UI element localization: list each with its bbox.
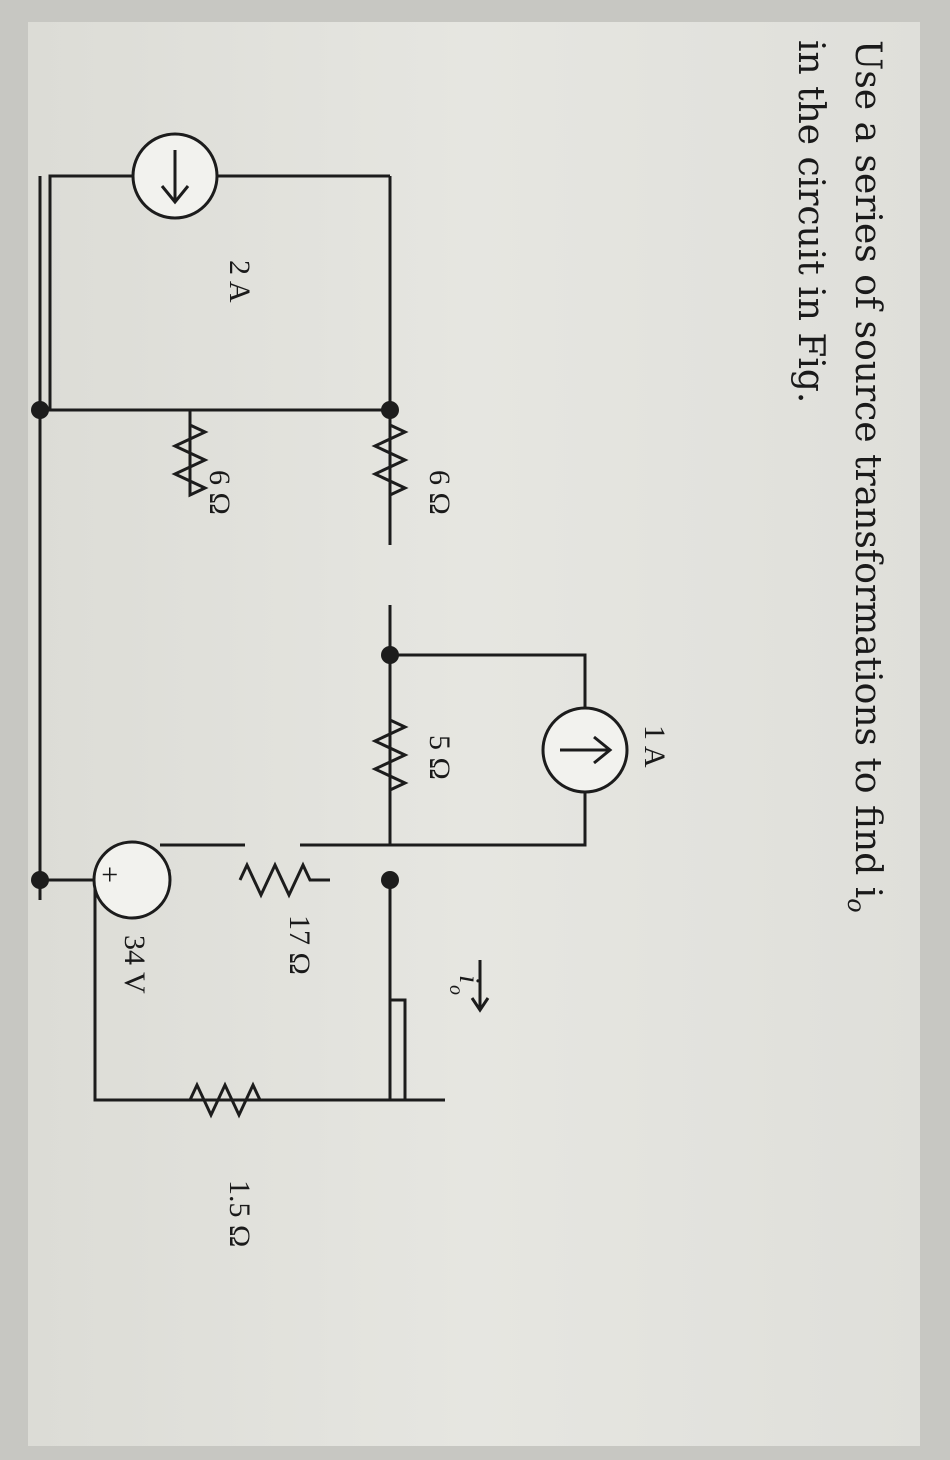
node-5	[31, 871, 49, 889]
resistor-17ohm	[238, 861, 330, 899]
textbook-page	[28, 22, 920, 1446]
label-5ohm: 5 Ω	[423, 735, 456, 780]
wire-1p5-loop	[390, 1098, 445, 1102]
wire-return	[40, 878, 405, 1102]
label-6ohm-bottom: 6 Ω	[203, 470, 236, 515]
io-arrow-icon	[470, 960, 490, 1013]
label-2a: 2 A	[223, 260, 256, 303]
arrow-1a-icon	[560, 735, 613, 765]
wire-right-loop	[385, 878, 440, 1102]
resistor-5ohm	[371, 655, 409, 845]
voltage-source-34v	[92, 840, 172, 920]
label-io: i	[453, 975, 486, 983]
label-6ohm-top: 6 Ω	[423, 470, 456, 515]
current-io-arrow: i o	[445, 960, 490, 1013]
label-1p5ohm: 1.5 Ω	[223, 1180, 256, 1247]
label-plus: +	[93, 866, 126, 883]
label-io-sub: o	[445, 985, 467, 995]
label-1a: 1 A	[638, 725, 671, 768]
node-4	[31, 401, 49, 419]
arrow-2a-icon	[160, 150, 190, 205]
label-minus: −	[153, 868, 186, 885]
wire-left-vertical	[40, 174, 390, 412]
label-34v: 34 V	[118, 935, 151, 994]
node-3	[381, 871, 399, 889]
resistor-6ohm-top	[371, 415, 409, 545]
resistor-1p5ohm	[188, 1081, 270, 1119]
node-1	[381, 401, 399, 419]
wire-top-left	[48, 174, 390, 410]
node-2	[381, 646, 399, 664]
resistor-6ohm-bottom	[171, 410, 209, 498]
label-17ohm: 17 Ω	[283, 915, 316, 975]
wire-outer-right	[388, 880, 407, 1100]
